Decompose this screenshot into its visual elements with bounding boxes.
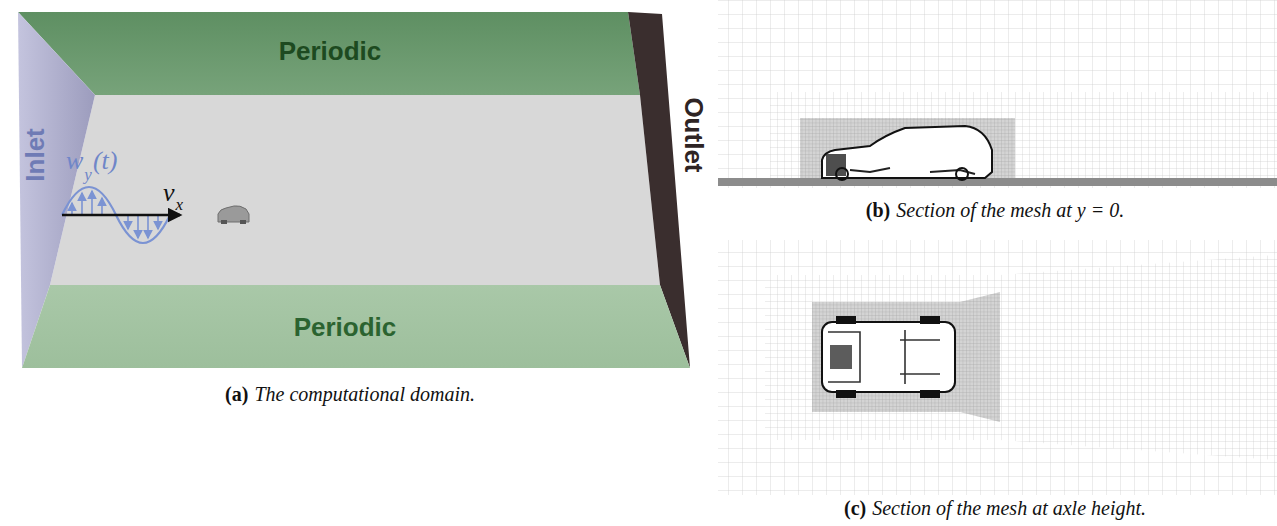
caption-text: Section of the mesh at axle height. <box>872 497 1146 520</box>
math-symbol: w <box>66 146 83 176</box>
math-subscript: y <box>84 165 92 185</box>
domain-box <box>18 12 690 368</box>
caption-number: (c) <box>844 497 866 520</box>
mesh-top-section <box>718 240 1277 495</box>
boundary-label: Inlet <box>21 128 51 181</box>
car-icon <box>218 206 249 224</box>
math-subscript: x <box>176 195 184 215</box>
caption-text: Section of the mesh at y = 0. <box>896 199 1124 222</box>
caption-number: (a) <box>225 383 248 406</box>
caption-number: (b) <box>866 199 890 222</box>
inflow-profile <box>62 187 180 243</box>
boundary-label: Outlet <box>678 97 708 172</box>
boundary-label: Periodic <box>279 37 382 67</box>
mesh-side-section <box>718 0 1277 188</box>
math-symbol: v <box>163 178 175 208</box>
math-symbol: (t) <box>93 146 118 176</box>
boundary-label: Periodic <box>294 313 397 343</box>
caption-text: The computational domain. <box>254 383 475 406</box>
